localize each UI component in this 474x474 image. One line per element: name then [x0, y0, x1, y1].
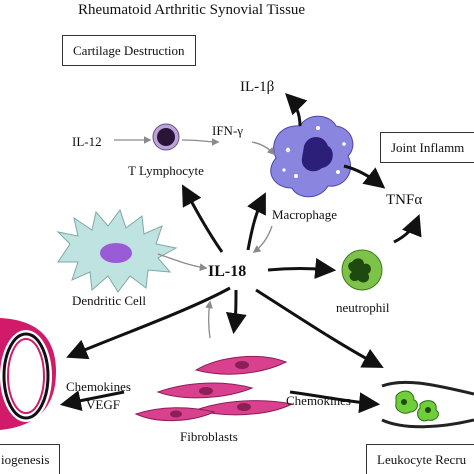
arrows-main: [59, 93, 422, 414]
il12-label: IL-12: [72, 134, 102, 149]
ifn-gamma-label: IFN-γ: [212, 123, 244, 138]
arrows-feedback: [114, 136, 276, 339]
diagram-title: Rheumatoid Arthritic Synovial Tissue: [78, 2, 306, 18]
fibroblasts-label: Fibroblasts: [180, 429, 238, 444]
chemokines-right-label: Chemokines: [286, 393, 351, 408]
t-lymphocyte-label: T Lymphocyte: [128, 163, 204, 178]
il18-label: IL-18: [208, 263, 247, 280]
dendritic-cell-label: Dendritic Cell: [72, 293, 147, 308]
macrophage-cell: [270, 115, 354, 198]
neutrophil-cell: [341, 249, 383, 291]
leukocyte-recruitment-box: Leukocyte Recru: [366, 444, 474, 474]
macrophage-label: Macrophage: [272, 207, 337, 222]
tnf-alpha-label: TNFα: [386, 192, 423, 208]
angiogenesis-box: iogenesis: [0, 444, 61, 474]
t-lymphocyte-cell: [152, 123, 180, 151]
joint-inflammation-box: Joint Inflamm: [380, 132, 474, 163]
fibroblasts-cells: [134, 355, 294, 421]
chemokines-left-label: Chemokines: [66, 379, 131, 394]
leukocyte-vessel: [381, 380, 474, 429]
neutrophil-label: neutrophil: [336, 300, 390, 315]
blood-vessel: [0, 318, 56, 430]
dendritic-cell: [56, 208, 178, 293]
vegf-label: VEGF: [86, 397, 120, 412]
cartilage-destruction-box: Cartilage Destruction: [62, 35, 196, 66]
il1-beta-label: IL-1β: [240, 79, 275, 95]
